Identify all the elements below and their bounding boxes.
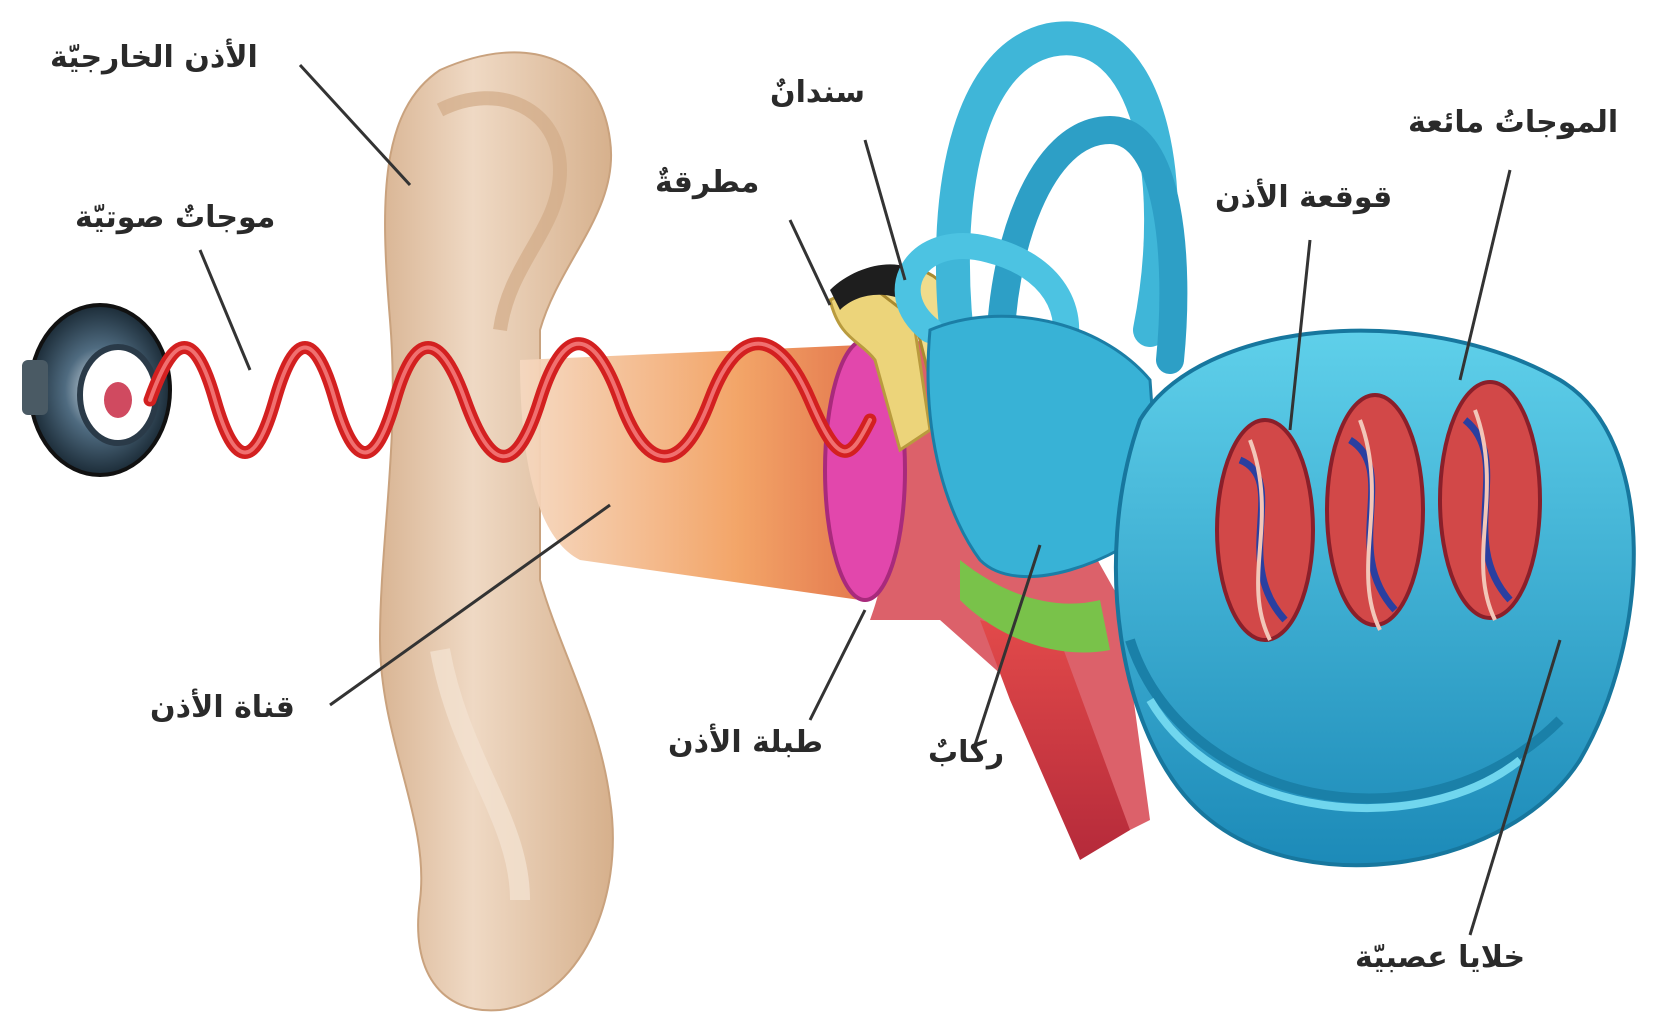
label-hammer: مطرقةٌ	[655, 165, 759, 200]
label-nerve-cells: خلايا عصبيّة	[1355, 940, 1525, 975]
label-ear-canal: قناة الأذن	[150, 690, 295, 725]
leader-line-outer-ear	[300, 65, 410, 185]
label-outer-ear: الأذن الخارجيّة	[50, 40, 258, 75]
leader-line-anvil	[865, 140, 905, 280]
label-cochlea: قوقعة الأذن	[1215, 180, 1392, 215]
label-stirrup: ركابٌ	[928, 735, 1004, 770]
label-eardrum: طبلة الأذن	[668, 725, 823, 760]
label-fluid-waves: الموجاتُ مائعة	[1408, 105, 1618, 140]
leader-line-hammer	[790, 220, 830, 305]
leader-line-eardrum	[810, 610, 865, 720]
cochlea-cross-section-1	[1217, 420, 1313, 640]
label-anvil: سندانٌ	[770, 75, 865, 110]
cochlea-cross-section-3	[1440, 382, 1540, 620]
cochlea-cross-section-2	[1327, 395, 1423, 630]
label-sound-waves: موجاتٌ صوتيّة	[75, 200, 275, 235]
leader-line-sound-waves	[200, 250, 250, 370]
